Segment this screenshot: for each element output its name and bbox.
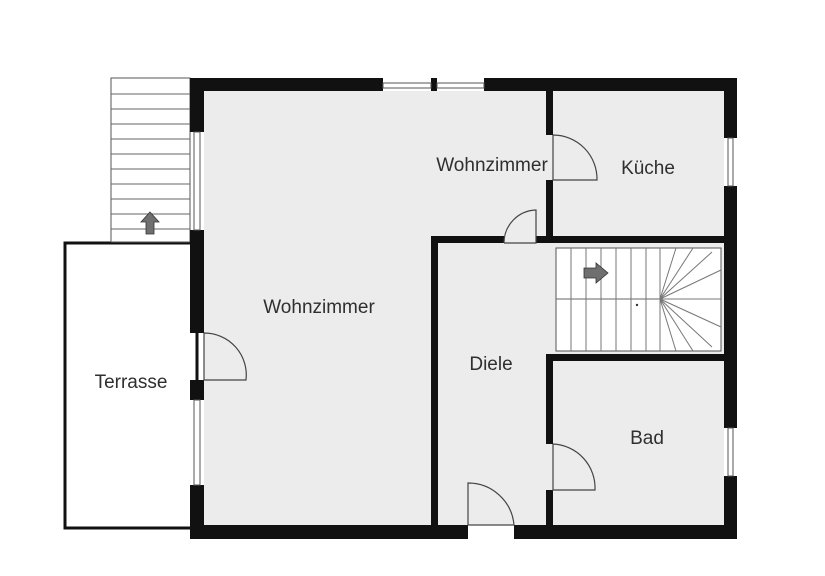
room-label-bad: Bad (630, 428, 664, 449)
room-label-wohnzimmer: Wohnzimmer (263, 297, 375, 318)
interior-stairs (555, 247, 722, 352)
stairs-up-arrow-icon (140, 211, 160, 235)
outdoor-stairs (110, 77, 191, 243)
door-kitchen (552, 134, 598, 181)
windows (193, 82, 734, 486)
interior-walls (431, 91, 724, 525)
door-terrace (203, 332, 247, 381)
door-entrance (467, 482, 515, 526)
door-bad (552, 443, 596, 491)
stairs-direction-arrow-icon (583, 262, 609, 284)
doors (203, 134, 598, 526)
room-label-terrasse: Terrasse (95, 372, 168, 393)
door-diele (503, 209, 537, 244)
terrace-area (63, 241, 199, 530)
exterior-walls (190, 78, 737, 539)
room-label-kueche: Küche (621, 158, 675, 179)
room-label-diele: Diele (469, 354, 512, 375)
room-label-wohnzimmer-upper: Wohnzimmer (436, 155, 548, 176)
